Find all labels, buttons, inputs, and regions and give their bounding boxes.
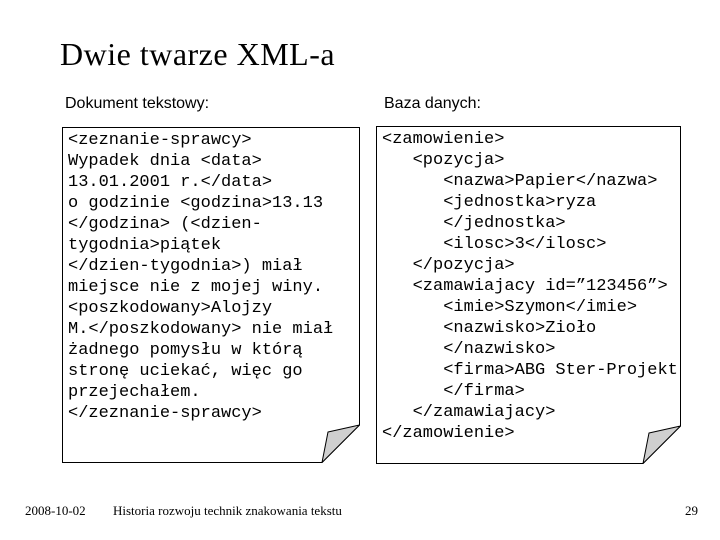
footer-page-number: 29 xyxy=(685,503,698,518)
text-document-box: <zeznanie-sprawcy> Wypadek dnia <data> 1… xyxy=(62,127,360,463)
page-title: Dwie twarze XML-a xyxy=(60,36,336,72)
right-column-label: Baza danych: xyxy=(384,95,481,112)
footer-course-title: Historia rozwoju technik znakowania teks… xyxy=(113,503,342,518)
folded-corner-flap-icon xyxy=(642,425,681,464)
folded-corner-flap-icon xyxy=(321,424,360,463)
xml-code-document: <zeznanie-sprawcy> Wypadek dnia <data> 1… xyxy=(68,131,334,423)
left-column-label: Dokument tekstowy: xyxy=(65,95,210,112)
footer-date: 2008-10-02 xyxy=(25,503,86,518)
folded-corner-shape xyxy=(376,126,681,464)
database-box: <zamowienie> <pozycja> <nazwa>Papier</na… xyxy=(376,126,681,464)
xml-code-database: <zamowienie> <pozycja> <nazwa>Papier</na… xyxy=(382,130,677,443)
folded-corner-shape xyxy=(62,127,360,463)
